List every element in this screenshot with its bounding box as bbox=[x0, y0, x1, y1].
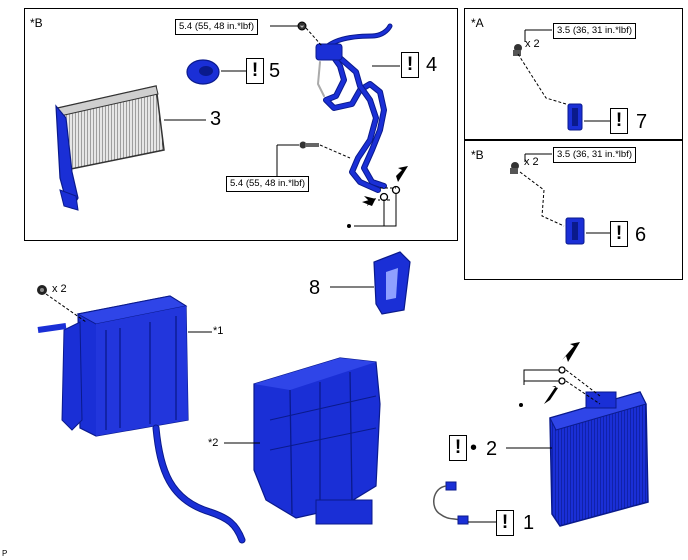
part-number-7: 7 bbox=[636, 111, 648, 133]
caution-mark-icon: ! bbox=[496, 510, 514, 536]
caution-mark-icon: ! bbox=[610, 221, 628, 247]
caution-mark-icon: ! bbox=[610, 108, 628, 134]
quantity-label: x 2 bbox=[52, 283, 67, 295]
panel-tag-a: *A bbox=[471, 16, 484, 30]
part-number-8: 8 bbox=[309, 277, 321, 299]
caution-mark-icon: ! bbox=[449, 435, 467, 461]
caution-mark-icon: ! bbox=[401, 52, 419, 78]
o-ring-icon bbox=[558, 366, 566, 385]
torque-label-pipe-upper: 5.4 (55, 48 in.*lbf) bbox=[175, 19, 258, 35]
arrow-icon bbox=[392, 166, 408, 182]
heater-core bbox=[55, 85, 165, 211]
screw-icon bbox=[37, 285, 47, 295]
screw-icon bbox=[513, 44, 522, 56]
callout-star-1: *1 bbox=[213, 325, 224, 337]
screw-icon bbox=[510, 162, 519, 174]
temperature-sensor bbox=[433, 481, 469, 525]
callout-star-2: *2 bbox=[208, 437, 219, 449]
torque-label-servo-b: 3.5 (36, 31 in.*lbf) bbox=[553, 147, 636, 163]
damper-servo-motor bbox=[567, 103, 583, 131]
caution-mark-icon: ! bbox=[246, 58, 264, 84]
panel-servo-b bbox=[464, 140, 683, 280]
part-number-1: 1 bbox=[523, 512, 535, 534]
quantity-label: x 2 bbox=[524, 156, 539, 168]
heater-radiator-unit bbox=[37, 295, 246, 544]
packing-ring bbox=[186, 59, 220, 85]
damper-servo-motor bbox=[565, 217, 585, 245]
torque-label-pipe-lower: 5.4 (55, 48 in.*lbf) bbox=[226, 176, 309, 192]
panel-tag-b: *B bbox=[471, 148, 484, 162]
duct-bracket bbox=[373, 251, 411, 315]
part-number-4: 4 bbox=[426, 54, 438, 76]
bullet-mark: • bbox=[470, 437, 478, 459]
heater-pipe-assembly bbox=[315, 23, 393, 193]
air-conditioning-unit-case bbox=[253, 357, 381, 525]
part-number-2: 2 bbox=[486, 438, 498, 460]
part-number-3: 3 bbox=[210, 108, 222, 130]
evaporator bbox=[549, 391, 649, 527]
panel-servo-a bbox=[464, 8, 683, 140]
torque-label-servo-a: 3.5 (36, 31 in.*lbf) bbox=[553, 23, 636, 39]
panel-tag-main: *B bbox=[30, 16, 43, 30]
arrow-icon bbox=[544, 386, 558, 406]
panel-heater-core-assembly bbox=[24, 8, 458, 241]
part-number-6: 6 bbox=[635, 224, 647, 246]
arrow-icon bbox=[562, 342, 580, 362]
quantity-label: x 2 bbox=[525, 38, 540, 50]
part-number-5: 5 bbox=[269, 60, 281, 82]
screw-icon bbox=[299, 141, 319, 149]
corner-label: P bbox=[2, 549, 8, 558]
